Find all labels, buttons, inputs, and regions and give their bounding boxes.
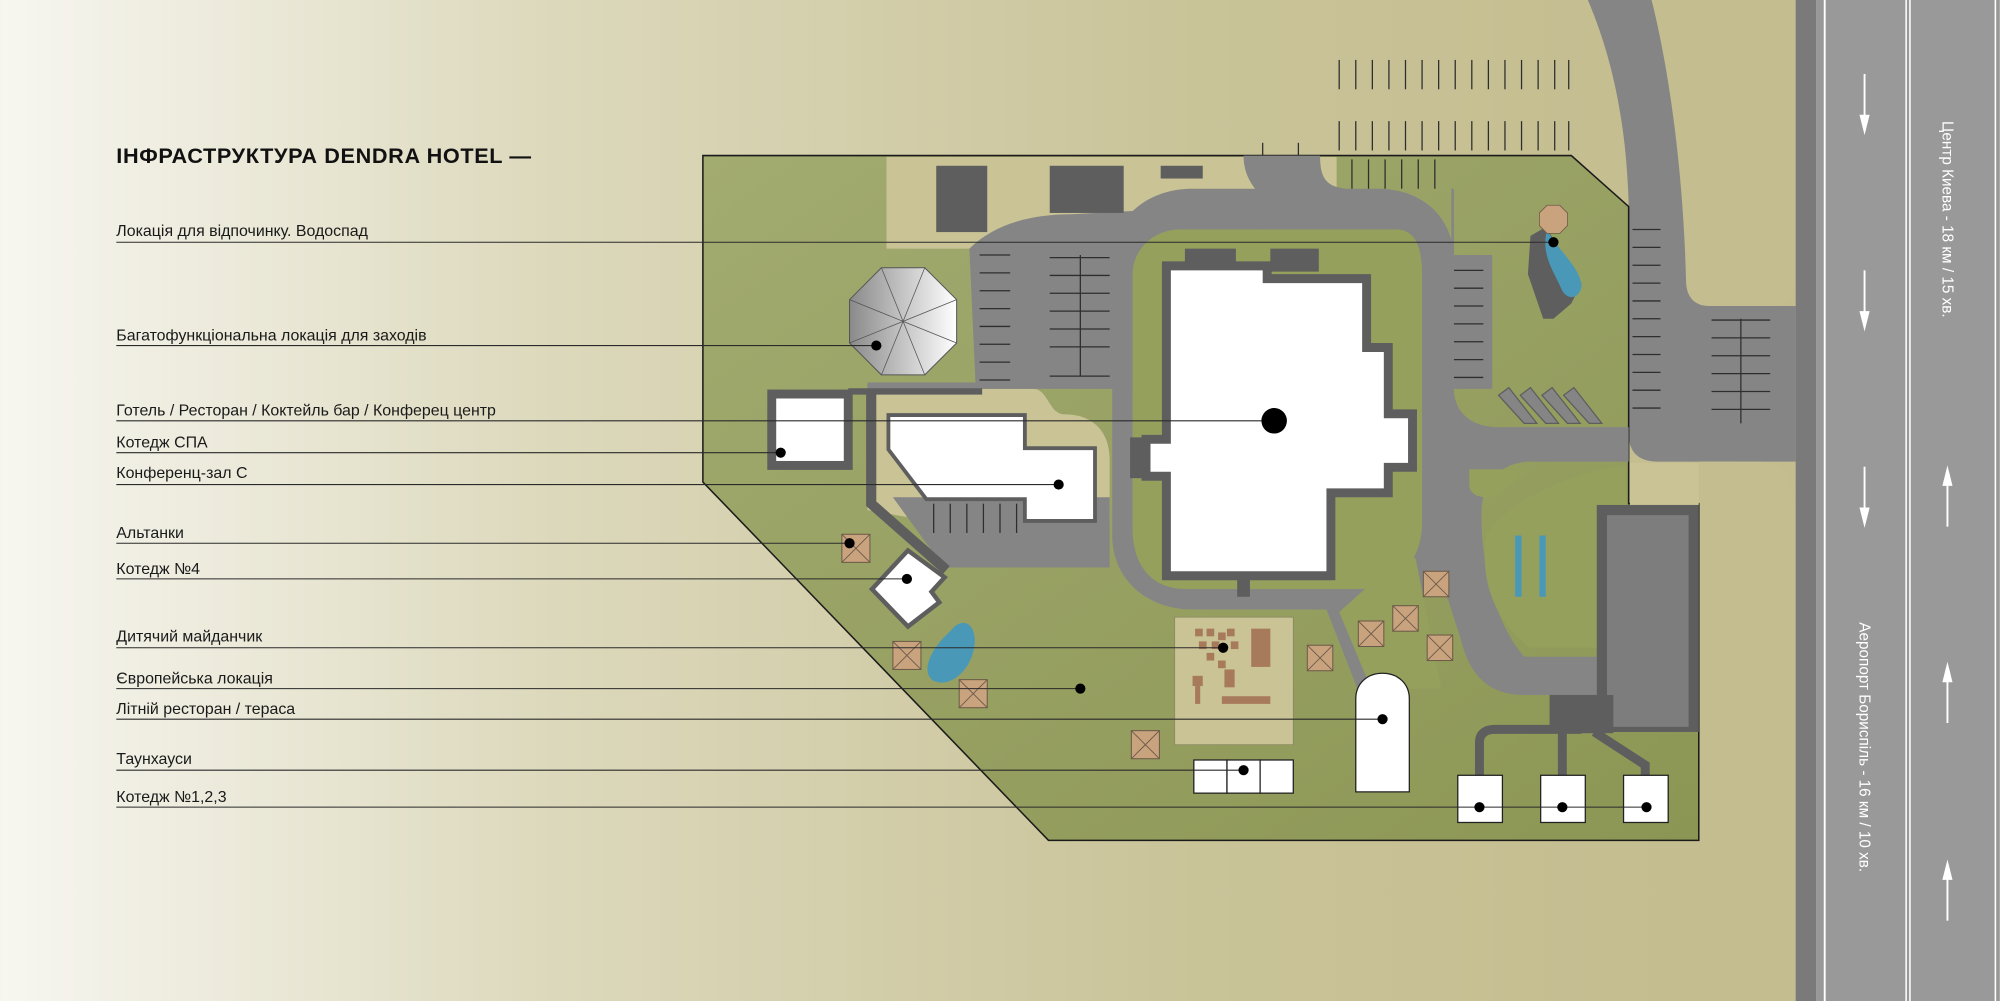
parking-block <box>1474 504 1699 776</box>
legend-item-hotel[interactable]: Готель / Ресторан / Коктейль бар / Конфе… <box>116 403 496 420</box>
airport-distance-label: Аеропорт Бориспіль - 16 км / 10 хв. <box>1855 622 1872 872</box>
legend-item-playground[interactable]: Дитячий майданчик <box>116 628 263 645</box>
legend-item-cottages-1-2-3[interactable]: Котедж №1,2,3 <box>116 789 226 806</box>
angled-parking <box>1497 386 1604 424</box>
event-pavilion <box>849 267 958 376</box>
playground <box>1174 616 1294 746</box>
pools <box>1515 535 1546 597</box>
gazebos <box>841 533 1454 760</box>
lawn-right <box>1484 465 1627 648</box>
conference-hall-c <box>886 413 1097 523</box>
leader-lines <box>116 241 1647 808</box>
legend-item-conference-hall[interactable]: Конференц-зал С <box>116 465 247 482</box>
legend-item-spa-cottage[interactable]: Котедж СПА <box>116 435 208 452</box>
pond <box>927 622 975 683</box>
lawn-island <box>1469 469 1528 498</box>
access-road <box>1587 0 1796 1001</box>
parking-lines <box>933 159 1771 534</box>
footpath <box>866 390 950 574</box>
legend-item-waterfall[interactable]: Локація для відпочинку. Водоспад <box>116 223 368 240</box>
townhouses <box>1193 759 1294 794</box>
legend-item-cottage-4[interactable]: Котедж №4 <box>116 561 200 578</box>
legend-item-townhouses[interactable]: Таунхауси <box>116 751 192 768</box>
top-parking-lines <box>1262 59 1570 156</box>
legend: Локація для відпочинку. Водоспад Багатоф… <box>116 223 496 806</box>
cottage-4 <box>868 547 948 630</box>
location-markers <box>775 237 1652 813</box>
legend-item-gazebos[interactable]: Альтанки <box>116 525 184 542</box>
page-title: ІНФРАСТРУКТУРА DENDRA HOTEL — <box>116 143 531 168</box>
legend-item-event-location[interactable]: Багатофункціональна локація для заходів <box>116 327 426 344</box>
highway <box>1795 0 2000 1001</box>
summer-restaurant <box>1355 672 1410 793</box>
legend-item-european-location[interactable]: Європейська локація <box>116 670 273 687</box>
lawn-gazebos <box>1339 554 1442 689</box>
cottages-1-2-3 <box>1457 774 1669 824</box>
down-arrow-icon <box>1859 73 1870 528</box>
waterfall <box>1527 204 1582 319</box>
city-distance-label: Центр Киева - 18 км / 15 хв. <box>1938 121 1955 318</box>
service-buildings <box>936 165 1203 233</box>
up-arrow-icon <box>1942 465 1953 921</box>
legend-item-summer-restaurant[interactable]: Літній ресторан / тераса <box>116 701 295 718</box>
